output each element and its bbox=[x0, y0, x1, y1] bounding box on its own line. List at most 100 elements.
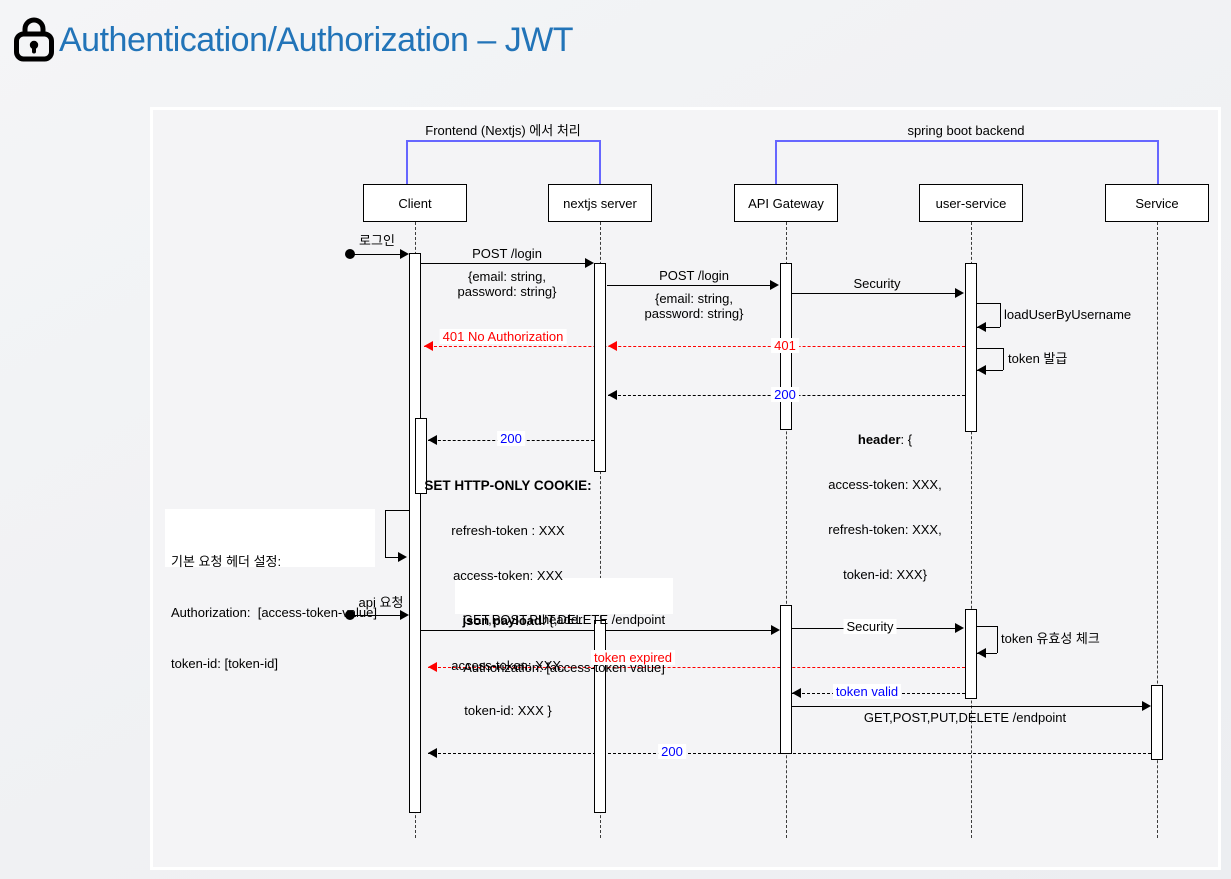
arrowhead bbox=[428, 662, 437, 672]
msg-label-token-check: token 유효성 체크 bbox=[1001, 631, 1100, 646]
msg-body-password-2: password: string} bbox=[644, 306, 744, 321]
msg-label-loaduser: loadUserByUsername bbox=[1004, 307, 1132, 322]
note-default-header: 기본 요청 헤더 설정: Authorization: [access-toke… bbox=[171, 519, 377, 706]
note-line: Authorization: [access-token value] bbox=[463, 660, 665, 675]
activation-nextjs-1 bbox=[594, 263, 606, 472]
start-dot-api-request bbox=[345, 610, 355, 620]
participant-user-service: user-service bbox=[919, 184, 1023, 222]
arrowhead bbox=[585, 258, 594, 268]
note-line: access-token: XXX, bbox=[828, 477, 942, 492]
msg-label-security-1: Security bbox=[853, 276, 901, 291]
note-line: refresh-token: XXX, bbox=[828, 522, 942, 537]
arrowhead bbox=[398, 552, 407, 562]
arrowhead bbox=[428, 748, 437, 758]
msg-line-post-login-1 bbox=[421, 263, 586, 264]
arrowhead bbox=[955, 623, 964, 633]
arrowhead bbox=[977, 365, 986, 375]
note-line: token-id: [token-id] bbox=[171, 656, 278, 671]
msg-label-security-2: Security bbox=[843, 619, 897, 634]
activation-user-service-2 bbox=[965, 609, 977, 699]
arrowhead bbox=[608, 390, 617, 400]
frontend-bracket-left bbox=[406, 140, 408, 184]
msg-label-endpoint-1: GET,POST,PUT,DELETE /endpoint bbox=[462, 612, 666, 627]
arrowhead bbox=[977, 648, 986, 658]
note-line: access-token: XXX bbox=[453, 568, 563, 583]
msg-line-401 bbox=[424, 346, 965, 347]
arrowhead bbox=[977, 322, 986, 332]
selfmsg-loaduser-side bbox=[1000, 303, 1001, 327]
note-line: refresh-token : XXX bbox=[451, 523, 565, 538]
arrowhead bbox=[792, 688, 801, 698]
msg-label-post-login-2: POST /login bbox=[659, 268, 729, 283]
msg-line-api-request bbox=[353, 615, 402, 616]
arrowhead bbox=[771, 625, 780, 635]
note-line: token-id: XXX} bbox=[843, 567, 927, 582]
group-label-frontend: Frontend (Nextjs) 에서 처리 bbox=[425, 123, 581, 138]
msg-body-email-1: {email: string, bbox=[467, 269, 547, 284]
activation-service bbox=[1151, 685, 1163, 760]
selfmsg-token-check-bottom bbox=[977, 653, 997, 654]
selfmsg-client-bottom bbox=[385, 557, 399, 558]
note-set-cookie-title: SET HTTP-ONLY COOKIE: bbox=[424, 478, 592, 493]
lifeline-gateway bbox=[786, 222, 787, 838]
msg-label-token-valid: token valid bbox=[832, 684, 902, 699]
arrowhead bbox=[400, 249, 409, 259]
selfmsg-loaduser-bottom bbox=[977, 327, 1000, 328]
start-dot-login bbox=[345, 249, 355, 259]
selfmsg-token-check-top bbox=[977, 626, 997, 627]
msg-label-token-expired: token expired bbox=[590, 650, 676, 665]
msg-label-401-no-auth: 401 No Authorization bbox=[439, 329, 567, 344]
arrowhead bbox=[428, 435, 437, 445]
note-line: token-id: XXX } bbox=[464, 703, 552, 718]
notebox-request-header bbox=[455, 578, 673, 614]
msg-body-email-2: {email: string, bbox=[654, 291, 734, 306]
note-response-header: header: { access-token: XXX, refresh-tok… bbox=[828, 402, 941, 612]
participant-service: Service bbox=[1105, 184, 1209, 222]
msg-label-api-request: api 요청 bbox=[358, 595, 404, 610]
msg-label-401: 401 bbox=[771, 338, 799, 353]
msg-line-endpoint-2 bbox=[792, 706, 1143, 707]
note-line: Authorization: [access-token-value] bbox=[171, 605, 377, 620]
arrowhead bbox=[1142, 701, 1151, 711]
participant-api-gateway: API Gateway bbox=[734, 184, 838, 222]
selfmsg-token-check-side bbox=[997, 626, 998, 653]
lifeline-user-service bbox=[971, 222, 972, 838]
arrowhead bbox=[770, 280, 779, 290]
selfmsg-client-top bbox=[385, 510, 409, 511]
arrowhead bbox=[400, 610, 409, 620]
msg-label-login: 로그인 bbox=[359, 233, 395, 248]
note-line: header: bbox=[541, 612, 587, 627]
msg-line-login bbox=[353, 254, 402, 255]
lifeline-nextjs bbox=[600, 222, 601, 838]
participant-nextjs-server: nextjs server bbox=[548, 184, 652, 222]
msg-line-security-1 bbox=[792, 293, 956, 294]
arrowhead bbox=[424, 341, 433, 351]
backend-bracket bbox=[775, 140, 1159, 142]
participant-client: Client bbox=[363, 184, 467, 222]
backend-bracket-left bbox=[775, 140, 777, 184]
diagram-frame bbox=[150, 107, 1221, 870]
page-header: Authentication/Authorization – JWT bbox=[13, 16, 574, 64]
note-line: 기본 요청 헤더 설정: bbox=[171, 554, 282, 569]
frontend-bracket bbox=[406, 140, 601, 142]
msg-label-200-3: 200 bbox=[658, 744, 686, 759]
selfmsg-token-issue-side bbox=[1003, 348, 1004, 370]
selfmsg-client-side bbox=[385, 510, 386, 557]
selfmsg-token-issue-top bbox=[977, 348, 1003, 349]
msg-body-password-1: password: string} bbox=[457, 284, 557, 299]
msg-label-token-issue: token 발급 bbox=[1008, 351, 1068, 366]
note-rest: : { bbox=[900, 432, 913, 447]
activation-gateway-2 bbox=[780, 605, 792, 754]
msg-label-200-2: 200 bbox=[497, 431, 525, 446]
selfmsg-token-issue-bottom bbox=[977, 370, 1003, 371]
lock-icon bbox=[14, 17, 54, 62]
msg-label-200-1: 200 bbox=[771, 387, 799, 402]
msg-label-post-login-1: POST /login bbox=[472, 246, 542, 261]
activation-client-nested bbox=[415, 418, 427, 494]
note-bold-json-payload: json payload bbox=[462, 613, 542, 628]
group-label-backend: spring boot backend bbox=[907, 123, 1025, 138]
page-title: Authentication/Authorization – JWT bbox=[59, 21, 574, 59]
backend-bracket-right bbox=[1157, 140, 1159, 184]
note-rest: : { bbox=[541, 613, 554, 628]
